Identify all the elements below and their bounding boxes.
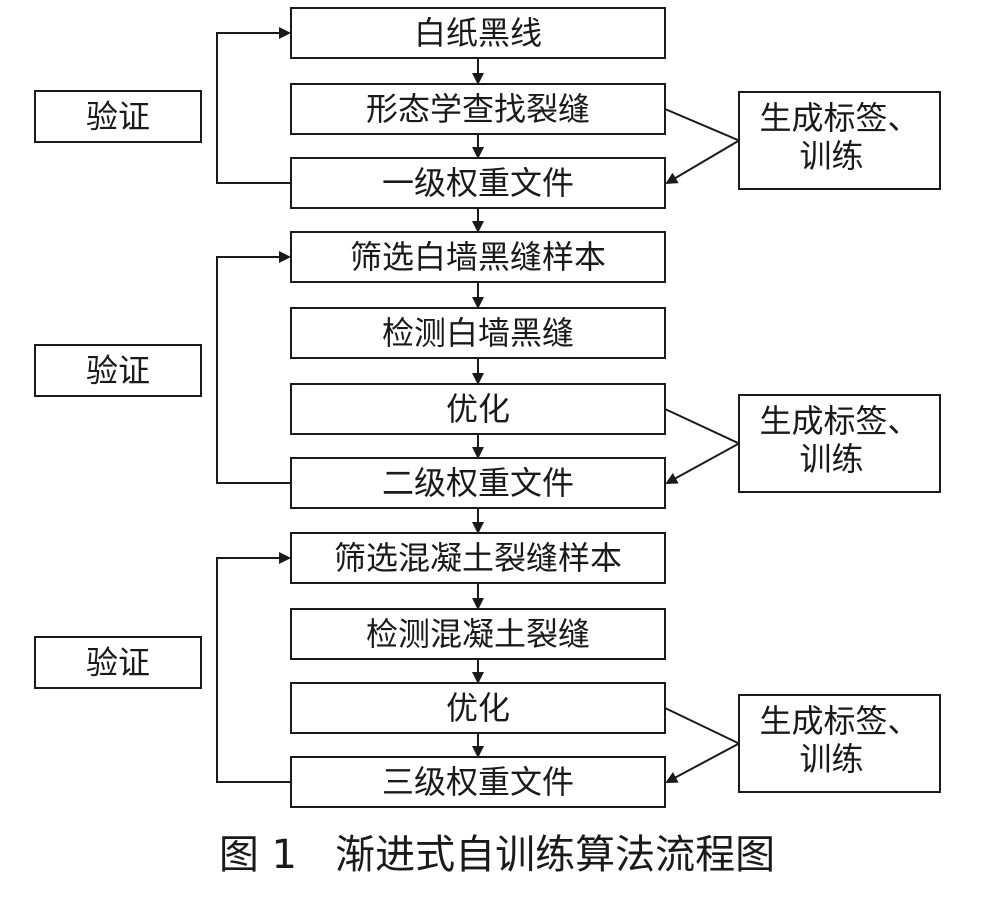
- step-label: 检测白墙黑缝: [382, 314, 574, 352]
- step-box: 检测混凝土裂缝: [290, 608, 666, 660]
- step-label: 白纸黑线: [414, 14, 542, 52]
- label-train-box: 生成标签、训练: [738, 91, 941, 190]
- label-train-box: 生成标签、训练: [738, 394, 941, 493]
- verify-label: 验证: [86, 352, 150, 390]
- verify-box: 验证: [34, 636, 202, 689]
- step-box: 筛选白墙黑缝样本: [290, 231, 666, 283]
- label-train-text: 训练: [799, 137, 863, 175]
- step-box: 一级权重文件: [290, 157, 666, 209]
- verify-box: 验证: [34, 344, 202, 397]
- label-train-arrow: [664, 108, 742, 185]
- verify-loop-arrow: [216, 552, 291, 783]
- step-label: 筛选白墙黑缝样本: [350, 238, 606, 276]
- step-box: 白纸黑线: [290, 7, 666, 59]
- step-label: 筛选混凝土裂缝样本: [334, 539, 622, 577]
- label-train-arrow: [664, 408, 742, 484]
- verify-box: 验证: [34, 90, 202, 143]
- step-box: 优化: [290, 383, 666, 435]
- label-train-text: 生成标签、: [759, 702, 919, 740]
- verify-label: 验证: [86, 644, 150, 682]
- step-label: 形态学查找裂缝: [366, 90, 590, 128]
- label-train-text: 训练: [799, 740, 863, 778]
- step-box: 形态学查找裂缝: [290, 83, 666, 135]
- step-box: 检测白墙黑缝: [290, 307, 666, 359]
- step-box: 筛选混凝土裂缝样本: [290, 532, 666, 584]
- verify-loop-arrow: [216, 251, 291, 484]
- label-train-text: 训练: [799, 440, 863, 478]
- step-label: 三级权重文件: [382, 763, 574, 801]
- step-label: 优化: [446, 689, 510, 727]
- step-box: 优化: [290, 682, 666, 734]
- label-train-text: 生成标签、: [759, 99, 919, 137]
- step-label: 二级权重文件: [382, 464, 574, 502]
- step-label: 一级权重文件: [382, 164, 574, 202]
- label-train-arrow: [664, 707, 742, 783]
- step-box: 二级权重文件: [290, 457, 666, 509]
- label-train-text: 生成标签、: [759, 402, 919, 440]
- verify-loop-arrow: [216, 27, 291, 184]
- step-label: 检测混凝土裂缝: [366, 615, 590, 653]
- figure-caption: 图 1 渐进式自训练算法流程图: [218, 832, 776, 878]
- verify-label: 验证: [86, 98, 150, 136]
- step-box: 三级权重文件: [290, 756, 666, 808]
- step-label: 优化: [446, 390, 510, 428]
- label-train-box: 生成标签、训练: [738, 694, 941, 793]
